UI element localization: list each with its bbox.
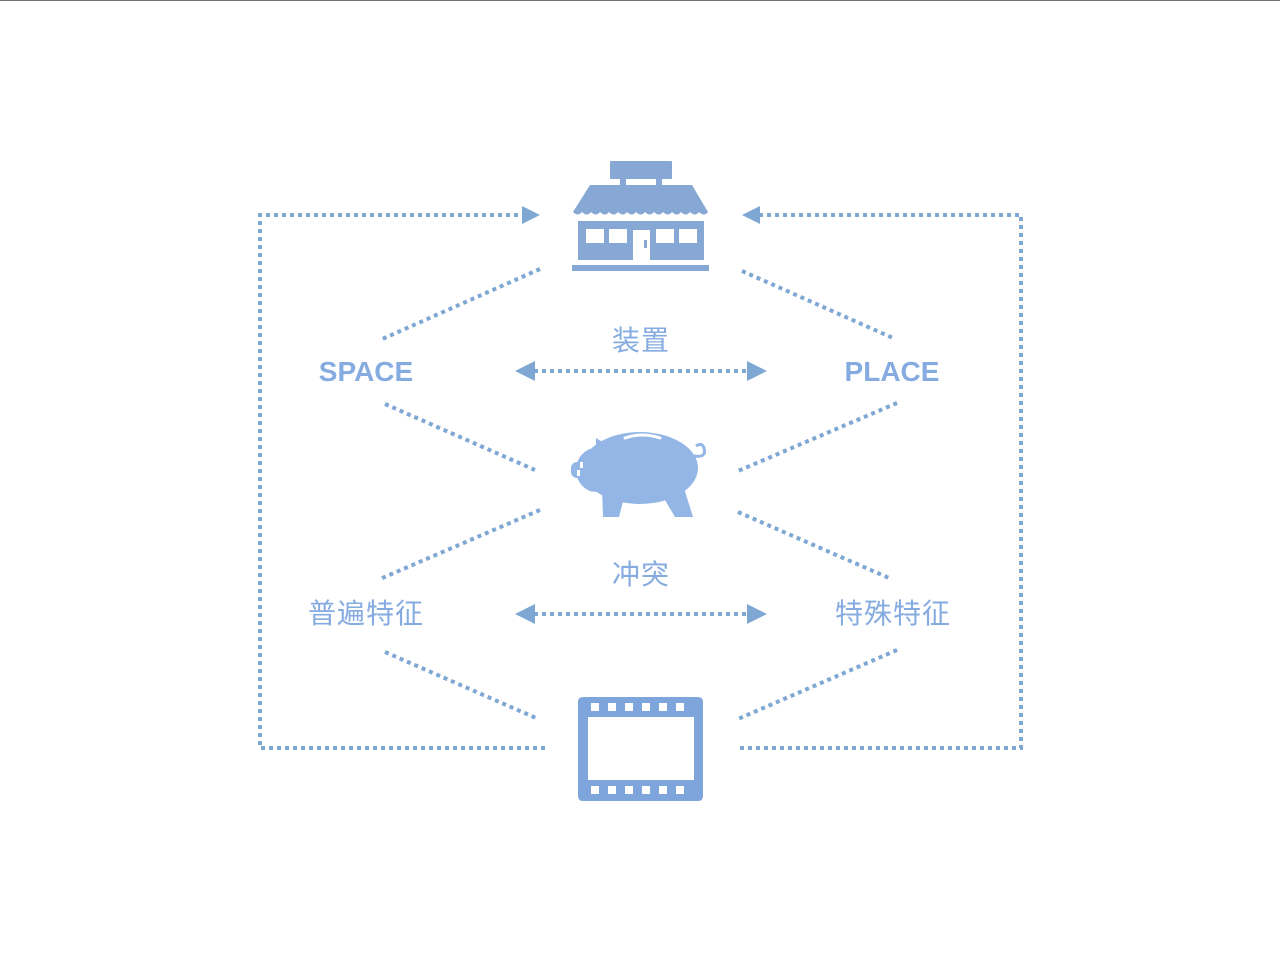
outer-right-loop	[740, 213, 1023, 750]
pig-particular-connector	[737, 510, 890, 580]
device-arrowhead-left	[515, 361, 535, 381]
top-border	[0, 0, 1280, 1]
film-strip-icon	[578, 697, 703, 801]
space-label: SPACE	[318, 356, 414, 387]
conflict-label: 冲突	[611, 558, 671, 591]
device-arrowhead-right	[747, 361, 767, 381]
pig-universal-connector	[379, 508, 541, 581]
piggy-bank-icon	[571, 432, 706, 517]
store-place-connector	[741, 269, 894, 340]
universal-film-connector	[384, 650, 537, 720]
storefront-icon	[572, 161, 709, 271]
store-space-connector	[379, 267, 541, 342]
outer-right-arrowhead	[742, 206, 760, 224]
outer-left-arrowhead	[522, 206, 540, 224]
place-pig-connector	[737, 401, 898, 473]
outer-left-loop	[258, 213, 545, 750]
conflict-arrowhead-right	[747, 604, 767, 624]
place-label: PLACE	[844, 356, 940, 387]
particular-label: 特殊特征	[834, 597, 952, 630]
universal-label: 普遍特征	[307, 597, 425, 630]
conflict-arrowhead-left	[515, 604, 535, 624]
device-label: 装置	[611, 324, 671, 357]
particular-film-connector	[737, 648, 898, 721]
space-pig-connector	[384, 402, 536, 472]
